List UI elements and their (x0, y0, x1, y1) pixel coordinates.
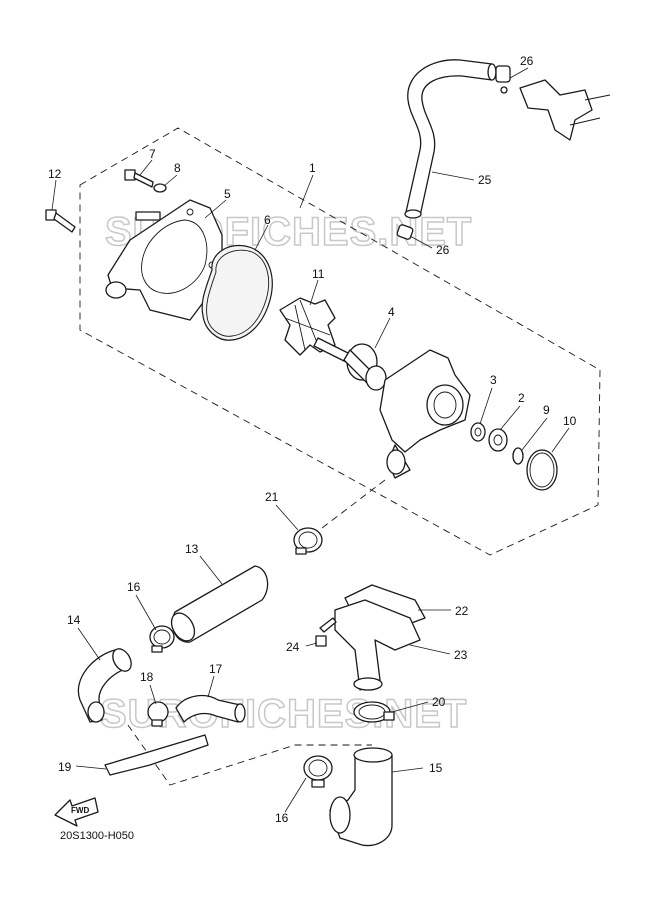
callout-8: 8 (174, 161, 181, 175)
washer-8 (153, 183, 167, 193)
callout-3: 3 (490, 373, 497, 387)
callout-18: 18 (140, 670, 154, 684)
callout-1: 1 (309, 161, 316, 175)
bolt-12 (45, 209, 76, 233)
callout-5: 5 (224, 187, 231, 201)
bracket-19 (104, 734, 209, 776)
hose-clamp-20 (353, 701, 395, 723)
forward-arrow-icon: FWD (54, 797, 99, 827)
callout-4: 4 (388, 305, 395, 319)
callout-20: 20 (432, 695, 446, 709)
bearing-3 (470, 422, 486, 442)
hose-clamp-18 (147, 701, 169, 727)
hose-14 (77, 648, 132, 723)
pump-cover-5 (105, 199, 223, 321)
callout-17: 17 (209, 662, 223, 676)
callout-9: 9 (543, 403, 550, 417)
callout-26-upper: 26 (520, 54, 534, 68)
seal-4 (343, 343, 387, 391)
callout-26-lower: 26 (436, 243, 450, 257)
callout-11: 11 (312, 267, 325, 281)
clamp-26-lower (396, 224, 414, 240)
water-pump-assembly-outline (79, 127, 601, 556)
gasket-6 (201, 244, 273, 341)
callout-24: 24 (286, 640, 300, 654)
oil-seal-2 (488, 428, 508, 452)
callout-13: 13 (185, 542, 199, 556)
leader-lines (51, 67, 570, 813)
thermostat-cover-23 (334, 599, 421, 691)
callout-7: 7 (149, 147, 156, 161)
hose-clamp-16-lower (303, 755, 333, 788)
callout-15: 15 (429, 761, 443, 775)
hose-17 (175, 694, 246, 723)
callout-21: 21 (265, 490, 279, 504)
circlip-9 (512, 447, 524, 465)
callout-14: 14 (67, 613, 81, 627)
callout-10: 10 (563, 414, 577, 428)
o-ring-10 (526, 449, 558, 491)
connection-line-pump-to-clamp (321, 479, 386, 529)
hose-clamp-21 (293, 527, 323, 555)
diagram-code: 20S1300-H050 (60, 830, 134, 842)
callout-2: 2 (518, 391, 525, 405)
pipe-15 (329, 747, 393, 847)
pump-housing (379, 349, 471, 479)
callout-16-upper: 16 (127, 580, 141, 594)
hose-clamp-16-upper (149, 625, 175, 653)
callout-22: 22 (455, 604, 469, 618)
callout-6: 6 (264, 213, 271, 227)
callout-25: 25 (478, 173, 492, 187)
fwd-label: FWD (71, 806, 89, 815)
callout-12: 12 (48, 167, 62, 181)
bolt-24 (315, 617, 337, 647)
hose-pipe-25 (404, 59, 497, 219)
engine-fitting (519, 79, 611, 141)
callout-23: 23 (454, 648, 468, 662)
impeller-11 (279, 297, 351, 363)
callout-16-lower: 16 (275, 811, 289, 825)
callout-19: 19 (58, 760, 72, 774)
hose-13 (170, 565, 269, 643)
clamp-26-upper (495, 65, 511, 94)
bolt-7 (124, 169, 154, 188)
